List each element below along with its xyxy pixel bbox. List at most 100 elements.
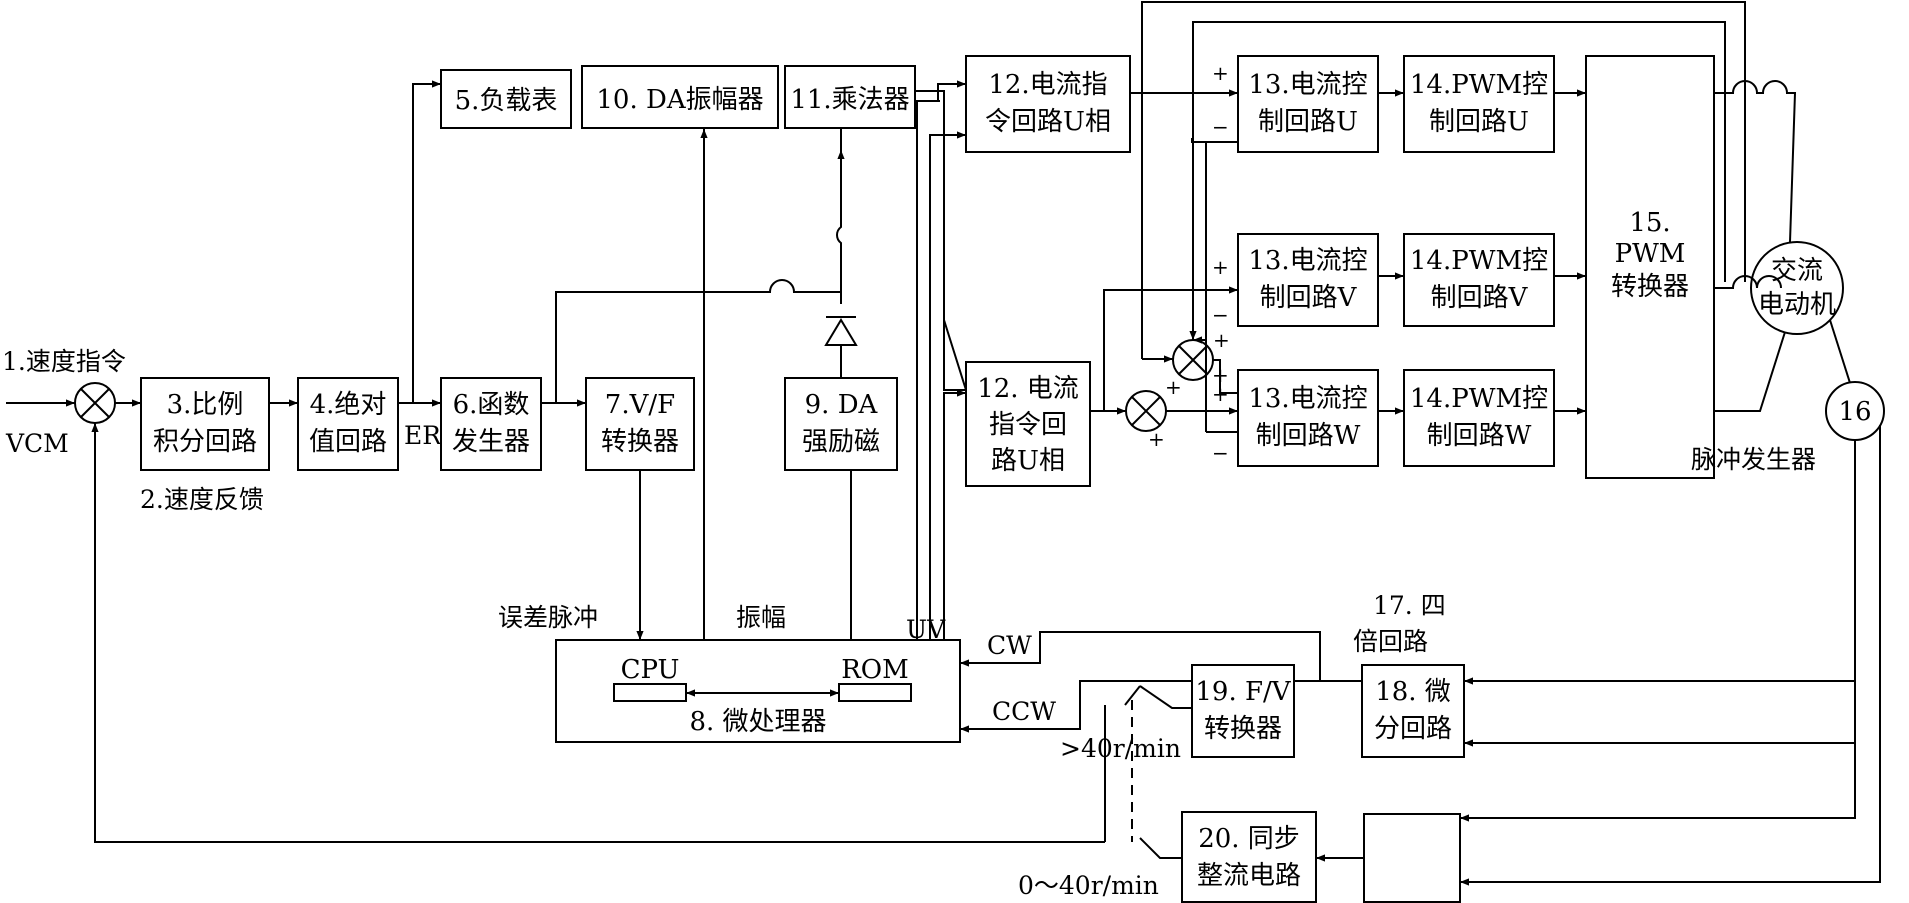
block-19-fv-converter: 19. F/V 转换器: [1191, 664, 1295, 758]
block-13-current-ctrl-v: 13.电流控 制回路V: [1237, 233, 1379, 327]
rom-chip: [838, 683, 912, 702]
block-13u-line-2: 制回路U: [1258, 107, 1358, 137]
block-14v-line-2: 制回路V: [1431, 283, 1529, 313]
svg-text:+: +: [1148, 427, 1165, 451]
summing-junction-speed: [74, 382, 116, 424]
block-7-vf-converter: 7.V/F 转换器: [585, 377, 695, 471]
ccw-label: CCW: [992, 697, 1056, 726]
block-12-current-cmd-upper: 12.电流指 令回路U相: [965, 55, 1131, 153]
pwm-chain-wiring: [1378, 89, 1586, 415]
ac-motor: 交流 电动机: [1750, 241, 1844, 335]
motor-feed-wiring: [1714, 80, 1851, 412]
block-5-line-1: 5.负载表: [455, 86, 558, 116]
block-11-line-1: 11.乘法器: [790, 85, 909, 115]
block-9-line-1: 9. DA: [805, 390, 879, 420]
block-15-line-1: 15.: [1629, 208, 1670, 238]
amplitude-label: 振幅: [736, 603, 786, 632]
summing-junction-w-reference: [1125, 390, 1167, 432]
block-13-current-ctrl-u: 13.电流控 制回路U: [1237, 55, 1379, 153]
function-gen-exciter-wiring: [555, 129, 858, 403]
cpu-chip: [613, 683, 687, 702]
block-8-line-1: 8. 微处理器: [689, 707, 826, 737]
block-4-line-1: 4.绝对: [310, 390, 387, 420]
block-15-pwm-converter: 15. PWM 转换器: [1585, 55, 1715, 479]
block-8-microprocessor: CPU ROM 8. 微处理器: [555, 639, 961, 743]
quadrupler-label-2: 倍回路: [1353, 627, 1428, 656]
svg-text:−: −: [1212, 303, 1229, 327]
error-pulse-label: 误差脉冲: [498, 603, 598, 632]
svg-text:+: +: [1212, 255, 1229, 279]
speed-range-switch: [1104, 685, 1192, 859]
block-4-line-2: 值回路: [309, 427, 387, 457]
current-feedback-wiring: [1141, 1, 1746, 359]
svg-text:+: +: [1213, 328, 1230, 352]
motor-line-2: 电动机: [1758, 290, 1836, 320]
block-12w-line-2: 指令回: [989, 410, 1067, 440]
block-13w-line-1: 13.电流控: [1248, 384, 1367, 414]
block-12u-line-2: 令回路U相: [985, 107, 1111, 137]
block-11-multiplier: 11.乘法器: [784, 65, 916, 129]
pulse-generator-16: 16: [1825, 381, 1885, 441]
block-18-line-1: 18. 微: [1375, 677, 1451, 707]
block-18-line-2: 分回路: [1374, 714, 1452, 744]
block-14u-line-1: 14.PWM控: [1410, 70, 1548, 100]
block-20-sync-rectifier: 20. 同步 整流电路: [1181, 811, 1317, 903]
cpu-label: CPU: [621, 655, 680, 685]
block-19-line-1: 19. F/V: [1195, 677, 1291, 707]
block-6-line-1: 6.函数: [453, 390, 530, 420]
microprocessor-wiring: [636, 80, 967, 697]
block-14-pwm-ctrl-w: 14.PWM控 制回路W: [1403, 369, 1555, 467]
above-40rpm-label: >40r/min: [1060, 734, 1181, 763]
block-3-line-2: 积分回路: [153, 427, 257, 457]
block-10-da-amplitude: 10. DA振幅器: [581, 65, 779, 129]
svg-text:+: +: [1212, 363, 1229, 387]
block-20-line-2: 整流电路: [1197, 861, 1301, 891]
block-6-line-2: 发生器: [452, 427, 530, 457]
block-13-current-ctrl-w: 13.电流控 制回路W: [1237, 369, 1379, 467]
block-14w-line-1: 14.PWM控: [1410, 384, 1548, 414]
pulse-generator-number: 16: [1838, 397, 1871, 427]
speed-feedback-label: 2.速度反馈: [140, 485, 264, 514]
unlabeled-block: [1363, 813, 1461, 903]
block-14-pwm-ctrl-u: 14.PWM控 制回路U: [1403, 55, 1555, 153]
below-40rpm-label: 0～40r/min: [1018, 871, 1159, 900]
speed-loop-wiring: [6, 80, 1105, 843]
block-4-abs: 4.绝对 值回路: [297, 377, 399, 471]
block-12u-line-1: 12.电流指: [988, 70, 1107, 100]
block-12w-line-3: 路U相: [991, 446, 1065, 476]
block-13v-line-2: 制回路V: [1260, 283, 1358, 313]
block-14v-line-1: 14.PWM控: [1410, 246, 1548, 276]
block-20-line-1: 20. 同步: [1198, 824, 1300, 854]
block-13w-line-2: 制回路W: [1256, 421, 1361, 451]
cw-label: CW: [987, 631, 1032, 660]
block-7-line-1: 7.V/F: [605, 390, 675, 420]
block-14u-line-2: 制回路U: [1429, 107, 1529, 137]
pulse-feedback-wiring: [1316, 425, 1881, 886]
svg-text:−: −: [1212, 115, 1229, 139]
block-14w-line-2: 制回路W: [1427, 421, 1532, 451]
block-18-differentiator: 18. 微 分回路: [1361, 664, 1465, 758]
polarity-signs: + − + − + − + + + +: [1148, 61, 1230, 465]
block-7-line-2: 转换器: [601, 427, 679, 457]
rom-label: ROM: [841, 655, 909, 685]
er-label: ER: [404, 421, 442, 450]
block-3-line-1: 3.比例: [167, 390, 244, 420]
uv-label: UV: [906, 615, 946, 644]
vcm-label: VCM: [5, 429, 69, 458]
block-13v-line-1: 13.电流控: [1248, 246, 1367, 276]
quadrupler-label-1: 17. 四: [1373, 591, 1446, 620]
svg-text:+: +: [1165, 375, 1182, 399]
svg-text:+: +: [1212, 382, 1229, 406]
block-19-line-2: 转换器: [1204, 714, 1282, 744]
svg-text:−: −: [1212, 441, 1229, 465]
block-9-line-2: 强励磁: [802, 427, 880, 457]
block-9-da-exciter: 9. DA 强励磁: [784, 377, 898, 471]
pulse-generator-label: 脉冲发生器: [1691, 445, 1816, 474]
block-3-pi: 3.比例 积分回路: [140, 377, 270, 471]
speed-command-label: 1.速度指令: [2, 347, 126, 376]
block-10-line-1: 10. DA振幅器: [596, 85, 763, 115]
block-5-load-meter: 5.负载表: [440, 69, 572, 129]
block-14-pwm-ctrl-v: 14.PWM控 制回路V: [1403, 233, 1555, 327]
diode-symbol: [824, 318, 858, 346]
